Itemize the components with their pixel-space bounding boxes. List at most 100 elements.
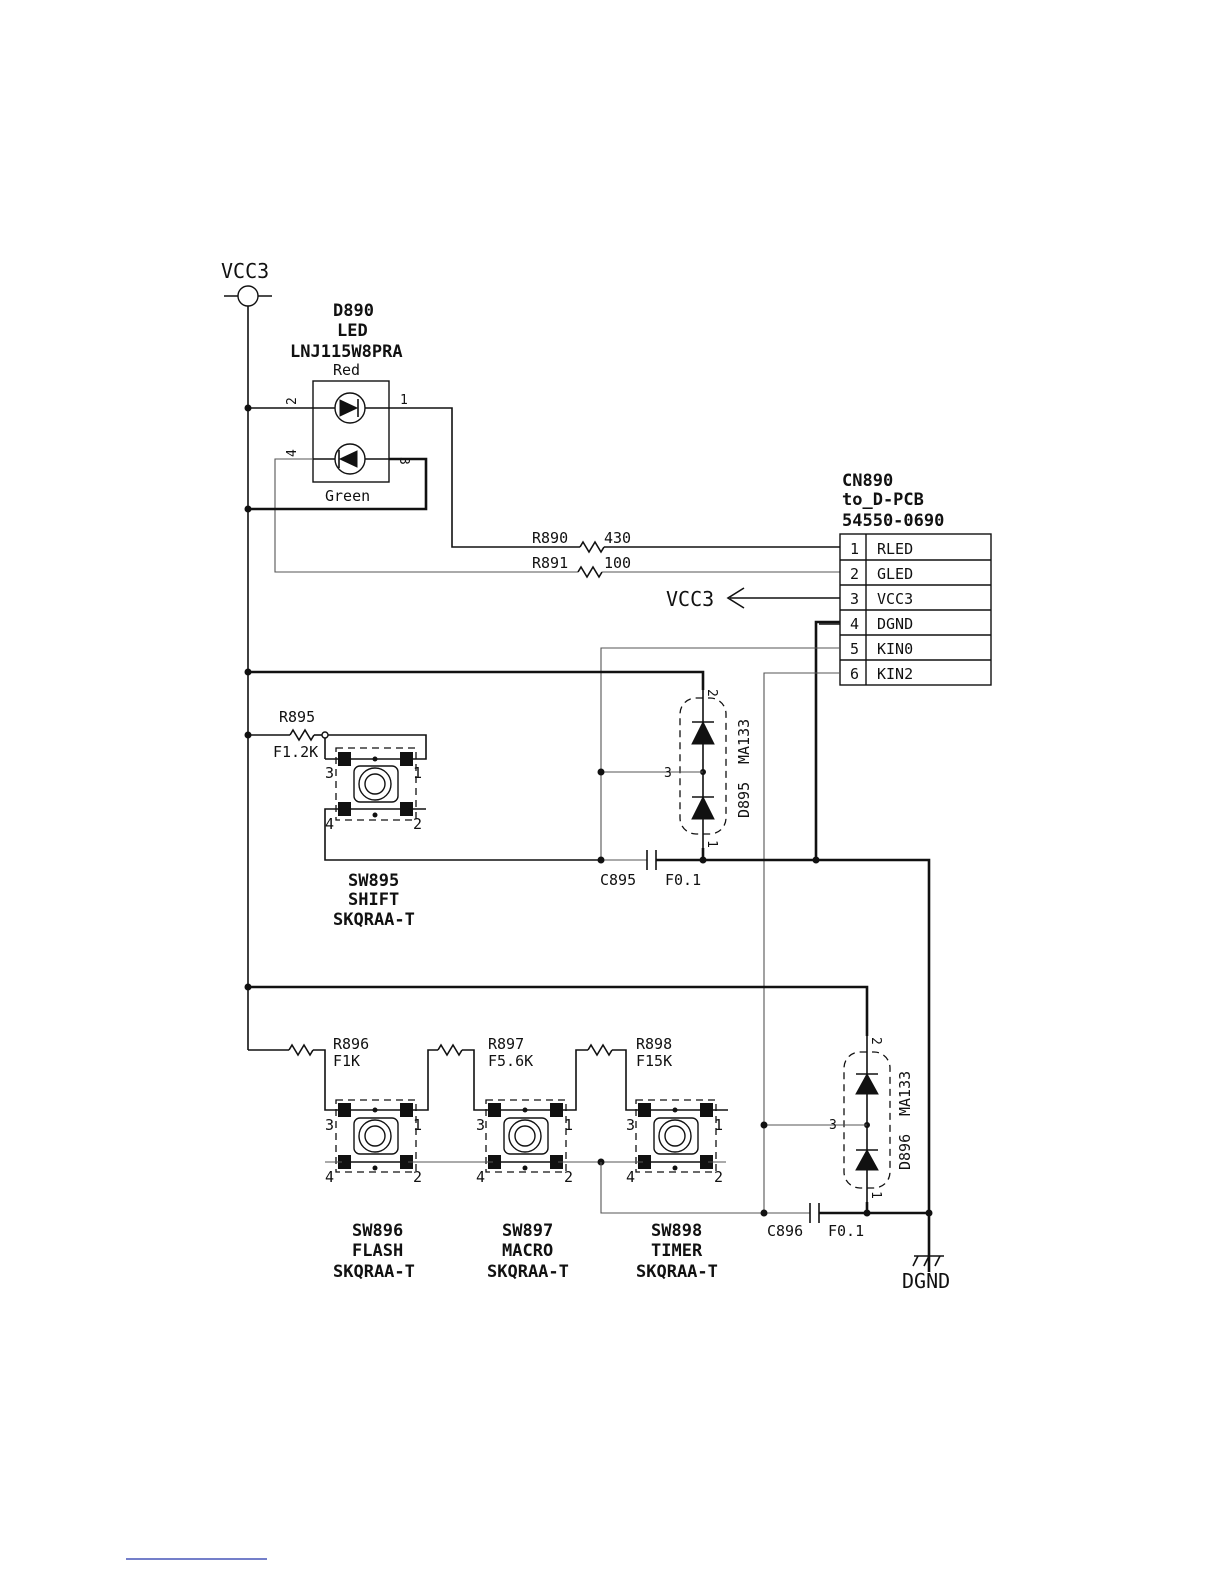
r895-value: F1.2K	[273, 743, 318, 761]
wire-vcc-d895	[248, 670, 705, 690]
sw898-pin-4: 4	[626, 1168, 635, 1186]
sw896-pin-3: 3	[325, 1116, 334, 1134]
d896-pin-2: 2	[868, 1037, 883, 1045]
connector-row-2: 2 GLED	[850, 565, 913, 583]
switch-sw898: 3 1 4 2 SW898 TIMER SKQRAA-T	[626, 1099, 723, 1282]
diode-d895: 2 3 1 D895 MA133	[597, 689, 753, 848]
led-color-red: Red	[333, 361, 360, 379]
sw896-ref: SW896	[352, 1221, 403, 1241]
wire-dgnd-bus	[814, 620, 931, 1272]
switch-sw897: 3 1 4 2 SW897 MACRO SKQRAA-T	[476, 1099, 573, 1282]
connector-pin-name: RLED	[877, 540, 913, 558]
dgnd-symbol: DGND	[902, 1255, 950, 1293]
sw898-ref: SW898	[651, 1221, 702, 1241]
r890-value: 430	[604, 529, 631, 547]
connector-pin-num: 6	[850, 665, 859, 683]
wire-led-red-cathode	[389, 407, 580, 548]
connector-row-4: 4 DGND	[850, 615, 913, 633]
resistor-r891: R891 100	[532, 554, 840, 579]
sw897-pin-3: 3	[476, 1116, 485, 1134]
wire-led-green-anode	[248, 457, 428, 511]
connector-pin-num: 4	[850, 615, 859, 633]
sw895-func: SHIFT	[348, 890, 399, 910]
vcc3-arrow-symbol: VCC3	[666, 587, 840, 611]
led-ref: D890	[333, 301, 374, 321]
led-type: LED	[337, 321, 368, 341]
r898-value: F15K	[636, 1052, 672, 1070]
led-part: LNJ115W8PRA	[290, 342, 403, 362]
sw898-pin-1: 1	[714, 1116, 723, 1134]
led-pin-4: 4	[285, 449, 300, 457]
wire-kin0	[600, 647, 840, 860]
led-pin-1: 1	[400, 393, 408, 408]
connector-row-1: 1 RLED	[850, 540, 913, 558]
switch-sw895: 3 1 4 2 SW895 SHIFT SKQRAA-T	[325, 747, 422, 930]
connector-dest: to_D-PCB	[842, 490, 924, 510]
resistor-r890: R890 430	[532, 529, 840, 554]
r891-ref: R891	[532, 554, 568, 572]
led-color-green: Green	[325, 487, 370, 505]
sw896-part: SKQRAA-T	[333, 1262, 415, 1282]
connector-pin-name: KIN0	[877, 640, 913, 658]
sw895-pin-3: 3	[325, 764, 334, 782]
connector-pin-name: VCC3	[877, 590, 913, 608]
connector-pin-name: GLED	[877, 565, 913, 583]
sw897-func: MACRO	[502, 1241, 553, 1261]
sw897-pin-4: 4	[476, 1168, 485, 1186]
wire-c896-left	[600, 1162, 810, 1214]
connector-pin-name: KIN2	[877, 665, 913, 683]
switch-sw896: 3 1 4 2 SW896 FLASH SKQRAA-T	[325, 1099, 422, 1282]
r897-value: F5.6K	[488, 1052, 533, 1070]
sw895-pin-2: 2	[413, 815, 422, 833]
resistor-r896: R896 F1K	[288, 1035, 369, 1070]
resistor-r895: R895 F1.2K	[248, 708, 329, 761]
sw898-pin-3: 3	[626, 1116, 635, 1134]
sw896-pin-2: 2	[413, 1168, 422, 1186]
connector-pin-num: 3	[850, 590, 859, 608]
connector-ref: CN890	[842, 471, 893, 491]
capacitor-c896: C896 F0.1	[760, 1203, 933, 1240]
sw895-pin-4: 4	[325, 815, 334, 833]
sw898-pin-2: 2	[714, 1168, 723, 1186]
connector-pin-num: 5	[850, 640, 859, 658]
sw896-func: FLASH	[352, 1241, 403, 1261]
sw897-part: SKQRAA-T	[487, 1262, 569, 1282]
c895-ref: C895	[600, 871, 636, 889]
connector-row-6: 6 KIN2	[850, 665, 913, 683]
d896-pin-3: 3	[829, 1118, 837, 1133]
r895-ref: R895	[279, 708, 315, 726]
sw897-ref: SW897	[502, 1221, 553, 1241]
wire-sw897-r898	[558, 1049, 588, 1111]
sw898-func: TIMER	[651, 1241, 703, 1261]
sw897-pin-2: 2	[564, 1168, 573, 1186]
d896-part: MA133	[896, 1071, 914, 1116]
d895-part: MA133	[735, 719, 753, 764]
wire-kin2	[763, 672, 840, 1213]
wire-vcc-d896	[248, 985, 869, 1036]
sw895-ref: SW895	[348, 871, 399, 891]
resistor-r898: R898 F15K	[587, 1035, 672, 1070]
connector-pin-name: DGND	[877, 615, 913, 633]
c896-ref: C896	[767, 1222, 803, 1240]
sw895-part: SKQRAA-T	[333, 910, 415, 930]
connector-cn890: CN890 to_D-PCB 54550-0690 1 RLED 2 GLED …	[839, 471, 992, 686]
d895-pin-2: 2	[704, 689, 719, 697]
led-pin-3: 3	[396, 457, 411, 465]
diode-d896: 2 3 1 D896 MA133	[760, 1036, 914, 1202]
d895-ref: D895	[735, 782, 753, 818]
d896-pin-1: 1	[868, 1191, 883, 1199]
d895-pin-3: 3	[664, 766, 672, 781]
connector-pin-num: 2	[850, 565, 859, 583]
sw896-pin-4: 4	[325, 1168, 334, 1186]
r898-ref: R898	[636, 1035, 672, 1053]
wire-r898-sw898	[612, 1049, 643, 1111]
vcc3-arrow-label: VCC3	[666, 587, 714, 611]
r897-ref: R897	[488, 1035, 524, 1053]
r896-ref: R896	[333, 1035, 369, 1053]
dgnd-label: DGND	[902, 1269, 950, 1293]
r891-value: 100	[604, 554, 631, 572]
led-pin-2: 2	[285, 397, 300, 405]
c896-value: F0.1	[828, 1222, 864, 1240]
capacitor-c895: C895 F0.1	[597, 850, 816, 889]
